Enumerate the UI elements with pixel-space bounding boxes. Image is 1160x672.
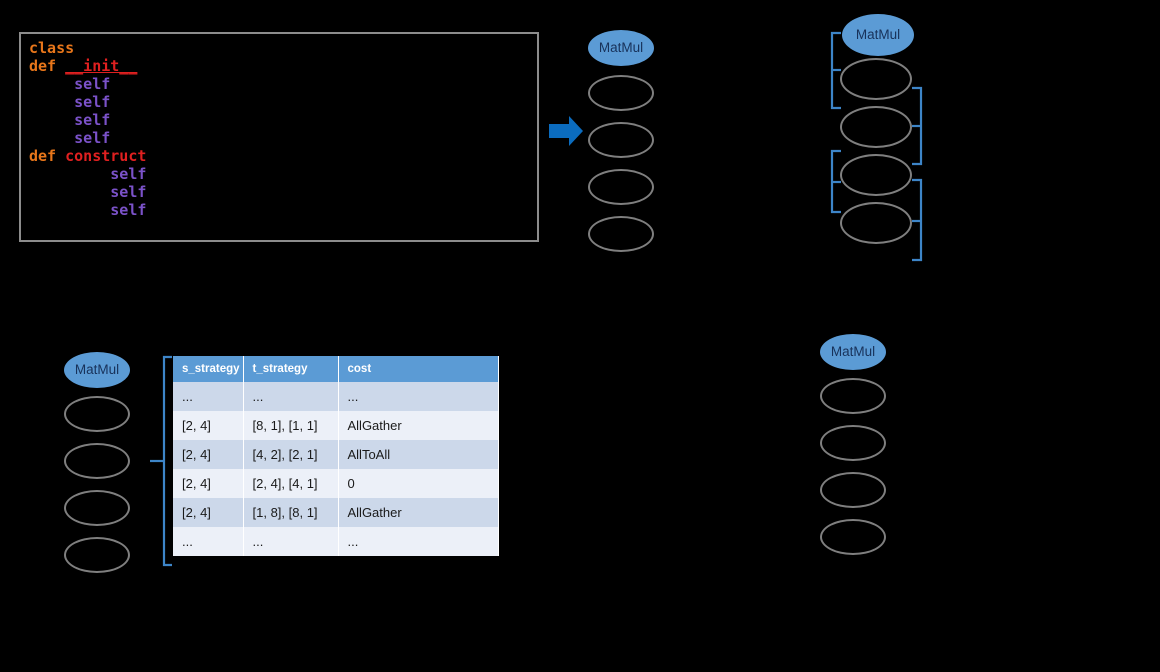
code-token-self: self	[74, 93, 111, 111]
node-strategy[interactable]	[588, 169, 654, 205]
graph-bottom-right: MatMul	[820, 334, 890, 564]
bracket-table-left	[162, 355, 172, 567]
graph-top-center: MatMul	[588, 30, 658, 290]
node-strategy[interactable]	[820, 378, 886, 414]
node-strategy[interactable]	[64, 443, 130, 479]
table-cell-cost: AllGather	[338, 411, 499, 440]
code-token-self: self	[74, 129, 111, 147]
table-row: .........	[173, 527, 499, 556]
node-strategy[interactable]	[840, 154, 912, 196]
code-token-self: self	[110, 201, 147, 219]
node-strategy[interactable]	[588, 75, 654, 111]
node-strategy[interactable]	[820, 472, 886, 508]
table-header-t-strategy: t_strategy	[243, 356, 339, 382]
table-cell-t_strategy: [8, 1], [1, 1]	[243, 411, 339, 440]
code-token-kw: def	[29, 147, 66, 165]
code-token-init: __init__	[65, 57, 138, 75]
code-token-kw: class	[29, 39, 75, 57]
graph-bottom-left: MatMul	[64, 352, 134, 582]
table-cell-t_strategy: [2, 4], [4, 1]	[243, 469, 339, 498]
table-cell-cost: 0	[338, 469, 499, 498]
table-cell-cost: AllToAll	[338, 440, 499, 469]
table-row: [2, 4][2, 4], [4, 1]0	[173, 469, 499, 498]
node-strategy[interactable]	[588, 122, 654, 158]
code-token-plain	[29, 129, 74, 147]
code-line: self	[29, 111, 146, 129]
code-line: self	[29, 75, 146, 93]
table-row: [2, 4][4, 2], [2, 1]AllToAll	[173, 440, 499, 469]
table-row: [2, 4][8, 1], [1, 1]AllGather	[173, 411, 499, 440]
code-line: self	[29, 165, 146, 183]
code-token-plain	[29, 75, 74, 93]
node-strategy[interactable]	[64, 396, 130, 432]
node-matmul[interactable]: MatMul	[820, 334, 886, 370]
code-token-self: self	[110, 183, 147, 201]
table-cell-s_strategy: ...	[173, 382, 244, 411]
table-cell-cost: ...	[338, 382, 499, 411]
table-cell-cost: ...	[338, 527, 499, 556]
transform-arrow	[547, 112, 585, 150]
table-cell-t_strategy: ...	[243, 527, 339, 556]
table-cell-s_strategy: [2, 4]	[173, 469, 244, 498]
node-strategy[interactable]	[64, 537, 130, 573]
table-body: .........[2, 4][8, 1], [1, 1]AllGather[2…	[173, 382, 499, 556]
code-line: self	[29, 183, 146, 201]
code-line: self	[29, 93, 146, 111]
code-token-self: self	[74, 111, 111, 129]
graph-top-right: MatMul	[840, 14, 916, 274]
node-strategy[interactable]	[820, 425, 886, 461]
node-strategy[interactable]	[840, 106, 912, 148]
code-line: self	[29, 129, 146, 147]
code-line: def construct	[29, 147, 146, 165]
node-matmul[interactable]: MatMul	[588, 30, 654, 66]
node-strategy[interactable]	[588, 216, 654, 252]
code-token-plain	[29, 201, 110, 219]
table-cell-s_strategy: ...	[173, 527, 244, 556]
node-matmul[interactable]: MatMul	[842, 14, 914, 56]
table-cell-t_strategy: [1, 8], [8, 1]	[243, 498, 339, 527]
code-token-plain	[29, 93, 74, 111]
node-strategy[interactable]	[840, 202, 912, 244]
node-strategy[interactable]	[840, 58, 912, 100]
table-header-row: s_strategy t_strategy cost	[173, 356, 499, 382]
table-cell-t_strategy: [4, 2], [2, 1]	[243, 440, 339, 469]
table-row: .........	[173, 382, 499, 411]
table-header-s-strategy: s_strategy	[173, 356, 244, 382]
table-cell-s_strategy: [2, 4]	[173, 440, 244, 469]
table-cell-t_strategy: ...	[243, 382, 339, 411]
code-token-plain	[29, 183, 110, 201]
table-cell-cost: AllGather	[338, 498, 499, 527]
table-cell-s_strategy: [2, 4]	[173, 411, 244, 440]
code-line: self	[29, 201, 146, 219]
code-line: class	[29, 39, 146, 57]
strategy-cost-table: s_strategy t_strategy cost .........[2, …	[173, 356, 499, 556]
code-token-kw: def	[29, 57, 66, 75]
table-header-cost: cost	[338, 356, 499, 382]
node-strategy[interactable]	[820, 519, 886, 555]
code-token-plain	[29, 165, 110, 183]
node-strategy[interactable]	[64, 490, 130, 526]
node-matmul[interactable]: MatMul	[64, 352, 130, 388]
code-token-plain	[29, 111, 74, 129]
arrow-right-icon	[549, 116, 583, 146]
code-token-self: self	[74, 75, 111, 93]
code-token-fn: construct	[65, 147, 147, 165]
table-row: [2, 4][1, 8], [8, 1]AllGather	[173, 498, 499, 527]
code-token-self: self	[110, 165, 147, 183]
table-cell-s_strategy: [2, 4]	[173, 498, 244, 527]
code-line: def __init__	[29, 57, 146, 75]
